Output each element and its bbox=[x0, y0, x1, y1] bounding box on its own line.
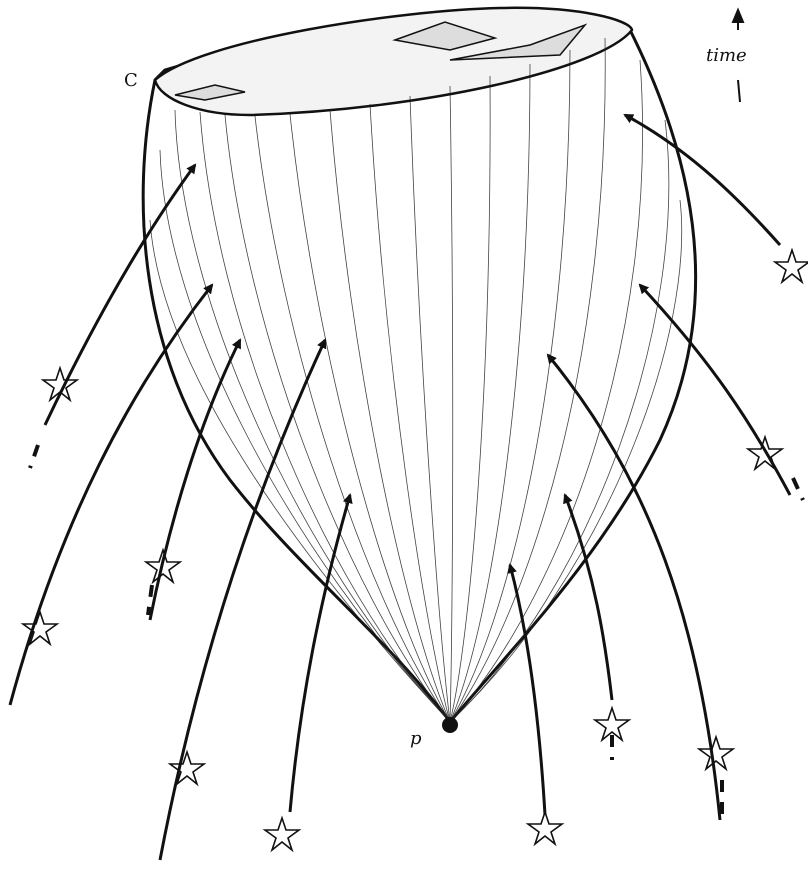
label-p: p bbox=[410, 728, 422, 749]
star-icon bbox=[170, 752, 204, 784]
label-time: time bbox=[706, 45, 747, 66]
star-icon bbox=[775, 250, 808, 282]
apex-point bbox=[442, 717, 458, 733]
star-icon bbox=[528, 812, 562, 844]
star-icon bbox=[699, 737, 733, 769]
label-c: C bbox=[124, 70, 138, 91]
star-icon bbox=[265, 818, 299, 850]
